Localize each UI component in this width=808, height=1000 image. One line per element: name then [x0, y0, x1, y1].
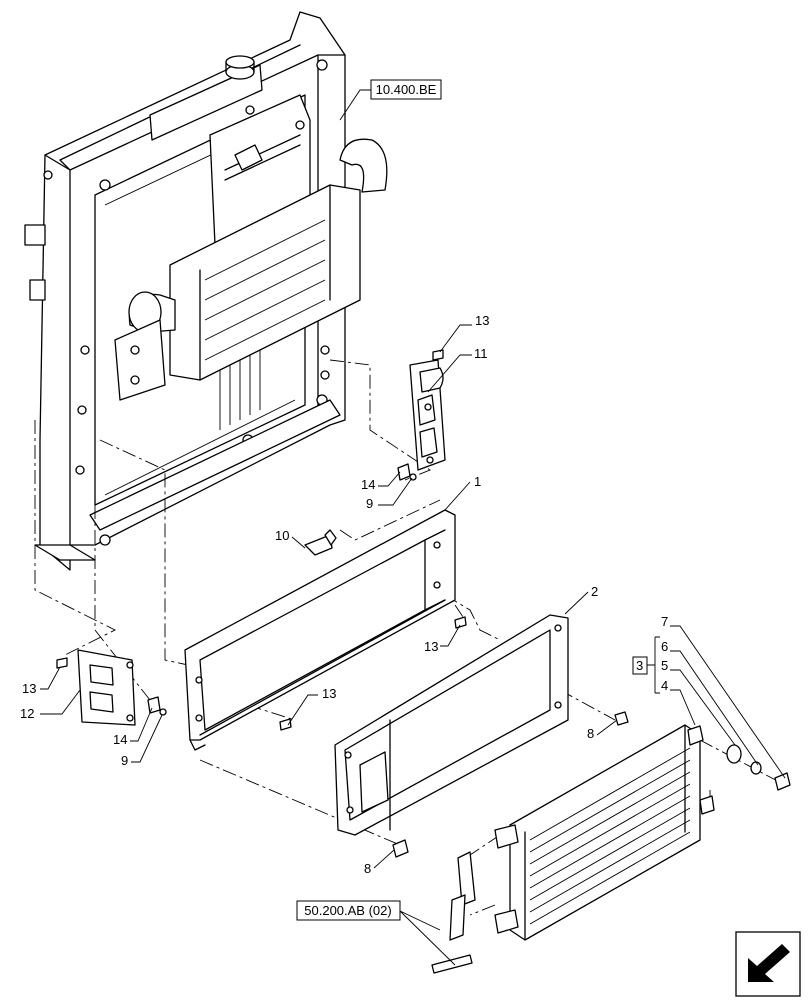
callout-6: 6	[661, 639, 668, 654]
callout-14a: 14	[361, 477, 375, 492]
cooling-assembly	[24, 11, 388, 571]
part-12-plate	[56, 649, 136, 726]
ref-top-label: 10.400.BE	[376, 82, 437, 97]
part-8-plugs	[392, 711, 629, 858]
next-page-arrow-icon[interactable]	[735, 931, 801, 997]
callout-14b: 14	[113, 732, 127, 747]
callout-13d: 13	[22, 681, 36, 696]
ref-bottom-label: 50.200.AB (02)	[304, 903, 391, 918]
clip-14-upper	[397, 463, 417, 481]
part-2-panel	[334, 614, 569, 836]
callouts: 1 2 3 7 6 5 4 8 8 9 9 10 11 12 13 13	[20, 313, 786, 876]
callout-13a: 13	[475, 313, 489, 328]
callout-13c: 13	[322, 686, 336, 701]
callout-7: 7	[661, 614, 668, 629]
callout-8a: 8	[587, 726, 594, 741]
part-11-bracket	[409, 349, 446, 471]
callout-10: 10	[275, 528, 289, 543]
ref-box-top: 10.400.BE	[339, 79, 442, 121]
callout-12: 12	[20, 706, 34, 721]
ref-box-bottom: 50.200.AB (02)	[296, 900, 456, 966]
callout-8b: 8	[364, 861, 371, 876]
part-4-oil-cooler	[494, 724, 715, 941]
part-1-frame	[184, 509, 467, 751]
callout-9b: 9	[121, 753, 128, 768]
hose-assembly	[431, 851, 476, 974]
part-10-latch	[304, 529, 337, 556]
callout-3: 3	[636, 658, 643, 673]
fittings-5-6-7	[726, 744, 791, 791]
callout-4: 4	[661, 678, 668, 693]
clip-14-lower	[147, 696, 167, 716]
callout-1: 1	[474, 474, 481, 489]
callout-2: 2	[591, 584, 598, 599]
callout-5: 5	[661, 658, 668, 673]
callout-9a: 9	[366, 496, 373, 511]
callout-13b: 13	[424, 639, 438, 654]
callout-11: 11	[474, 346, 488, 361]
